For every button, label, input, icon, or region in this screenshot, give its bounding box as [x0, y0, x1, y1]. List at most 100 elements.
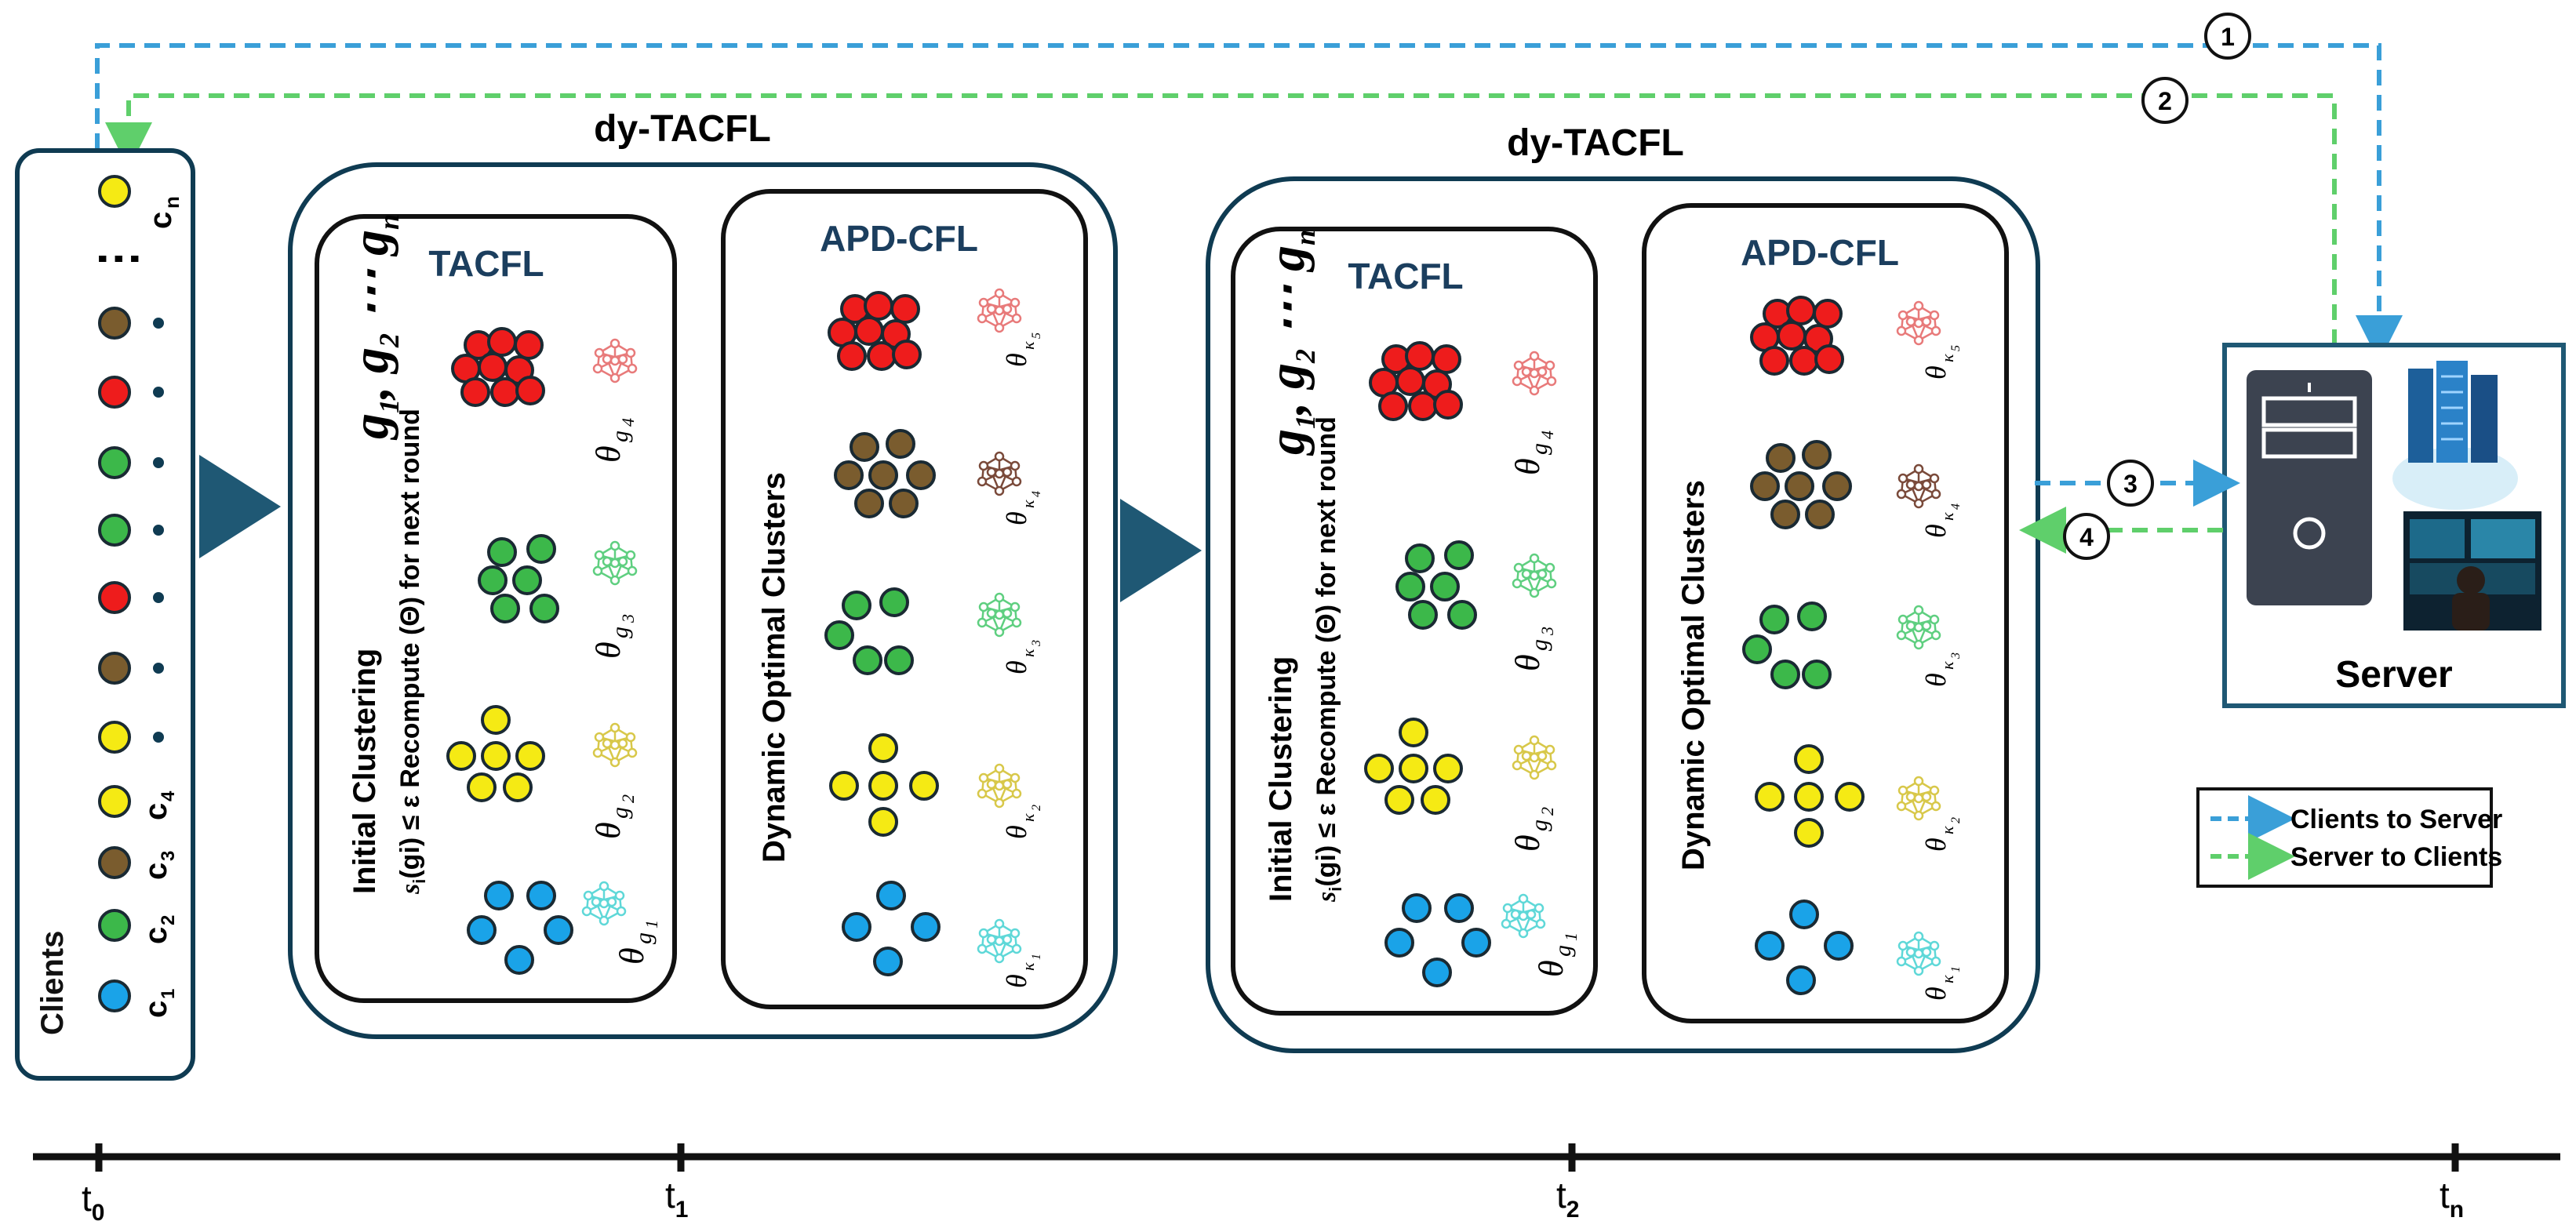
client-label: c2 [139, 915, 179, 944]
client-node [1759, 605, 1789, 634]
model-network-icon [977, 288, 1022, 333]
svg-text:1: 1 [1561, 932, 1581, 941]
svg-text:θ: θ [1508, 654, 1547, 671]
model-network-icon [1896, 300, 1941, 346]
client-dot [98, 846, 131, 879]
block-2-tacfl-side-text: Initial Clustering si(gi) ≤ ε Recompute … [1258, 230, 1345, 903]
svg-text:g: g [607, 627, 633, 638]
svg-text:θ: θ [589, 641, 628, 659]
svg-text:κ: κ [1018, 813, 1038, 822]
tick-label-t0: t0 [82, 1178, 104, 1226]
client-dot [98, 979, 131, 1012]
client-node [515, 376, 545, 405]
theta-label: θκ1 [1920, 966, 1963, 1001]
theta-label: θg2 [1508, 807, 1557, 852]
theta-label: θg3 [589, 614, 638, 659]
svg-text:κ: κ [1937, 354, 1957, 362]
client-node [487, 327, 517, 357]
svg-text:θ: θ [1920, 987, 1952, 1001]
model-network-icon [977, 918, 1022, 964]
client-node [1433, 754, 1463, 783]
client-marker-dot [153, 387, 164, 398]
client-dot [98, 652, 131, 685]
client-node [1402, 893, 1432, 923]
block-2-initial-clustering: Initial Clustering [1264, 656, 1298, 902]
client-dot [98, 446, 131, 479]
client-dot [98, 721, 131, 754]
client-node [1786, 296, 1816, 325]
tick-label-t1: t1 [665, 1175, 688, 1223]
cluster-blue [1755, 899, 1854, 995]
cluster-brown [834, 429, 936, 518]
client-cn-label: c n [144, 196, 184, 229]
block-2-title: dy-TACFL [1507, 122, 1684, 164]
client-marker-dot [153, 457, 164, 468]
client-node [1364, 754, 1394, 783]
client-node [526, 534, 556, 564]
client-marker-dot [153, 663, 164, 674]
client-marker-dot [153, 592, 164, 603]
svg-text:θ: θ [1001, 353, 1032, 367]
svg-text:κ: κ [1937, 661, 1957, 670]
client-node [1777, 321, 1806, 351]
svg-text:c: c [139, 927, 173, 944]
block-1-initial-clustering: Initial Clustering [347, 649, 382, 894]
client-node [1824, 931, 1854, 961]
client-node [909, 771, 939, 801]
client-marker-dot [153, 525, 164, 536]
svg-text:θ: θ [1920, 524, 1952, 538]
theta-label: θκ 5 [1001, 333, 1043, 367]
cluster-brown [1750, 440, 1852, 529]
client-cn-base: c [144, 212, 178, 229]
client-node [529, 594, 559, 623]
client-label: c1 [139, 989, 179, 1018]
block-1-title: dy-TACFL [594, 108, 771, 150]
theta-label: θκ5 [1920, 345, 1963, 380]
block-2-apd-title: APD-CFL [1741, 232, 1899, 273]
svg-text:g: g [1526, 820, 1552, 831]
client-node [1742, 634, 1772, 664]
svg-text:2: 2 [1537, 807, 1557, 816]
svg-text:g: g [1526, 639, 1552, 651]
client-node [1805, 500, 1835, 529]
svg-text:3: 3 [1949, 652, 1963, 660]
client-node [1405, 341, 1435, 371]
svg-text:θ: θ [1508, 458, 1547, 475]
client-node [1802, 660, 1832, 689]
client-small-dots [153, 318, 164, 743]
client-node [864, 291, 893, 321]
cluster-blue [1384, 893, 1491, 987]
client-node [1797, 601, 1827, 631]
datacenter-icon [2392, 361, 2518, 510]
client-node [1766, 443, 1796, 473]
client-node [1822, 471, 1852, 501]
client-node [1770, 660, 1800, 689]
cluster-red [451, 327, 545, 407]
theta-label: θκ3 [1920, 652, 1963, 687]
theta-label: θκ4 [1001, 491, 1043, 525]
client-dot [98, 785, 131, 818]
arrow-number-2-label: 2 [2158, 87, 2172, 115]
client-node [868, 460, 898, 490]
svg-text:g: g [607, 807, 633, 819]
client-dot [98, 581, 131, 614]
svg-text:5: 5 [1030, 333, 1043, 339]
client-node [1835, 782, 1865, 812]
model-network-icon [1896, 605, 1941, 650]
client-node [834, 460, 864, 490]
model-network-icon [1512, 351, 1557, 396]
model-network-icon [1512, 735, 1557, 780]
client-node [1759, 346, 1789, 376]
theta-label: θκ2 [1001, 805, 1043, 839]
flow-arrow-2 [1120, 499, 1202, 602]
client-node [544, 915, 573, 945]
block-2-dynamic-optimal: Dynamic Optimal Clusters [1676, 480, 1711, 870]
legend: Clients to Server Server to Clients [2196, 787, 2502, 888]
theta-label: θκ1 [1001, 954, 1043, 988]
client-node [842, 912, 871, 942]
svg-text:κ: κ [1018, 341, 1038, 350]
arrow-number-1-label: 1 [2221, 23, 2235, 51]
svg-text:4: 4 [618, 418, 638, 427]
legend-server-to-clients: Server to Clients [2290, 842, 2502, 872]
